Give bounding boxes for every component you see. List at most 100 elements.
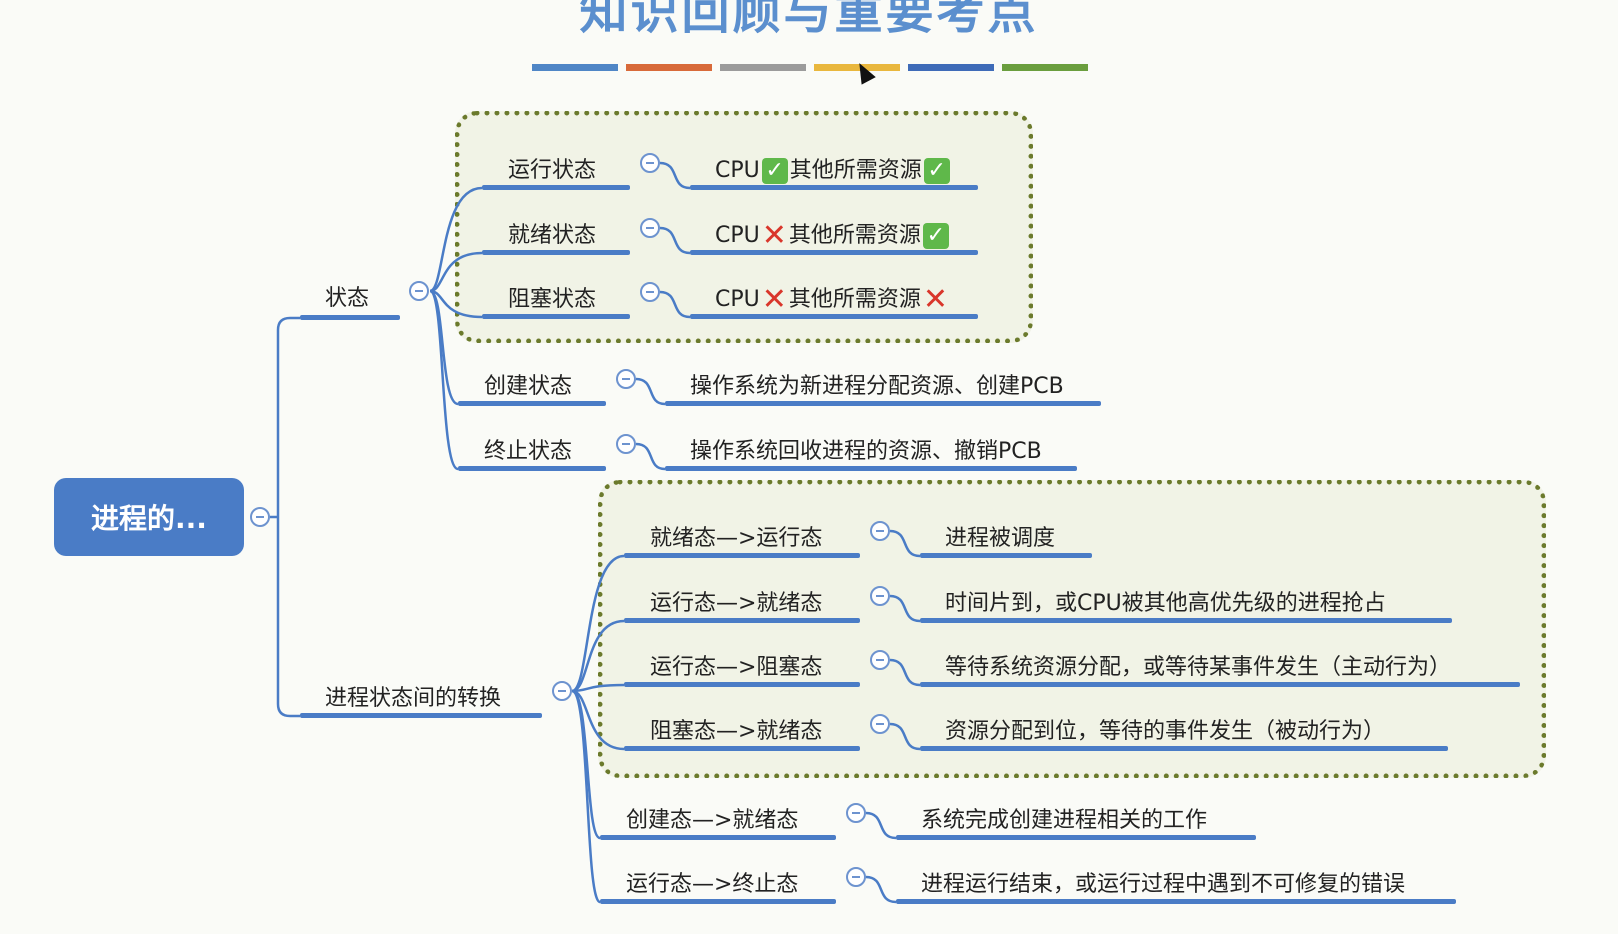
check-mark-icon: ✓ [922, 223, 949, 249]
state-underline [482, 250, 630, 255]
state-desc-underline [690, 250, 978, 255]
connector-line [659, 161, 691, 190]
title-color-bar [908, 64, 994, 71]
connector-line [571, 689, 625, 751]
state-description: CPU✕其他所需资源✕ [715, 282, 949, 317]
connector-line [889, 722, 921, 751]
state-description: CPU✕其他所需资源✓ [715, 217, 951, 253]
transition-name: 阻塞态—>就绪态 [650, 719, 823, 744]
transition-desc-underline [920, 553, 1092, 558]
check-mark-icon: ✓ [923, 158, 950, 184]
connector-line [571, 619, 625, 693]
transition-description: 资源分配到位，等待的事件发生（被动行为） [945, 719, 1386, 744]
branch-label-states: 状态 [325, 286, 370, 311]
state-name: 就绪状态 [508, 223, 597, 248]
transition-desc-underline [896, 835, 1256, 840]
state-underline [458, 466, 606, 471]
transition-description: 时间片到，或CPU被其他高优先级的进程抢占 [945, 591, 1386, 616]
collapse-icon[interactable] [640, 218, 660, 238]
connector-line [429, 289, 483, 319]
connector-line [889, 658, 921, 687]
state-name: 创建状态 [484, 374, 573, 399]
cross-mark-icon: ✕ [922, 282, 949, 317]
transition-desc-underline [920, 746, 1448, 751]
state-desc-underline [665, 466, 1077, 471]
root-label: 进程的... [91, 502, 207, 535]
transition-description: 系统完成创建进程相关的工作 [921, 808, 1208, 833]
transition-desc-underline [920, 682, 1520, 687]
connector-line [889, 594, 921, 623]
collapse-icon[interactable] [870, 714, 890, 734]
connector-line [889, 529, 921, 558]
title-color-bar [814, 64, 900, 71]
collapse-icon[interactable] [409, 281, 429, 301]
transition-underline [600, 899, 836, 904]
state-description: 操作系统回收进程的资源、撤销PCB [690, 439, 1042, 464]
collapse-icon[interactable] [846, 867, 866, 887]
transition-name: 就绪态—>运行态 [650, 526, 823, 551]
transitions-group-highlight [598, 480, 1546, 778]
root-node[interactable]: 进程的... [54, 478, 244, 556]
connector-line [659, 290, 691, 319]
connector-line [276, 517, 300, 718]
branch-underline [300, 315, 400, 320]
state-desc-underline [665, 401, 1101, 406]
cross-mark-icon: ✕ [761, 282, 787, 317]
connector-line [571, 683, 625, 693]
cross-mark-icon: ✕ [761, 218, 787, 253]
collapse-icon[interactable] [616, 434, 636, 454]
page-title: 知识回顾与重要考点 [579, 0, 1039, 40]
connector-line [429, 186, 483, 293]
transition-desc-underline [920, 618, 1452, 623]
transition-name: 运行态—>就绪态 [650, 591, 823, 616]
collapse-icon[interactable] [552, 681, 572, 701]
transition-underline [624, 746, 860, 751]
collapse-icon[interactable] [870, 586, 890, 606]
branch-underline [300, 713, 542, 718]
state-desc-underline [690, 185, 978, 190]
collapse-icon[interactable] [616, 369, 636, 389]
connector-line [428, 289, 459, 471]
collapse-icon[interactable] [870, 650, 890, 670]
state-underline [482, 314, 630, 319]
connector-line [429, 251, 483, 293]
transition-desc-underline [896, 899, 1456, 904]
title-color-bar [1002, 64, 1088, 71]
connector-line [865, 811, 897, 840]
transition-description: 进程被调度 [945, 526, 1056, 551]
transition-description: 等待系统资源分配，或等待某事件发生（主动行为） [945, 655, 1452, 680]
transition-description: 进程运行结束，或运行过程中遇到不可修复的错误 [921, 872, 1406, 897]
state-desc-underline [690, 314, 978, 319]
connector-line [570, 689, 602, 904]
collapse-icon[interactable] [846, 803, 866, 823]
state-name: 终止状态 [484, 439, 573, 464]
state-description: 操作系统为新进程分配资源、创建PCB [690, 374, 1064, 399]
title-color-bar [532, 64, 618, 71]
collapse-icon[interactable] [640, 282, 660, 302]
collapse-icon[interactable] [640, 153, 660, 173]
title-color-bar [720, 64, 806, 71]
transition-name: 创建态—>就绪态 [626, 808, 799, 833]
connector-line [659, 226, 691, 255]
state-underline [482, 185, 630, 190]
transition-name: 运行态—>终止态 [626, 872, 799, 897]
state-name: 阻塞状态 [508, 287, 597, 312]
state-name: 运行状态 [508, 158, 597, 183]
state-description: CPU✓其他所需资源✓ [715, 152, 952, 184]
connector-line [571, 554, 625, 693]
connector-line [635, 377, 666, 406]
transition-name: 运行态—>阻塞态 [650, 655, 823, 680]
root-collapse-icon[interactable] [250, 507, 270, 527]
check-mark-icon: ✓ [761, 158, 788, 184]
transition-underline [600, 835, 836, 840]
transition-underline [624, 618, 860, 623]
state-underline [458, 401, 606, 406]
transition-underline [624, 682, 860, 687]
collapse-icon[interactable] [870, 521, 890, 541]
branch-label-transitions: 进程状态间的转换 [325, 686, 502, 711]
title-color-bar [626, 64, 712, 71]
connector-line [865, 875, 897, 904]
connector-line [635, 442, 666, 471]
connector-line [276, 316, 300, 517]
